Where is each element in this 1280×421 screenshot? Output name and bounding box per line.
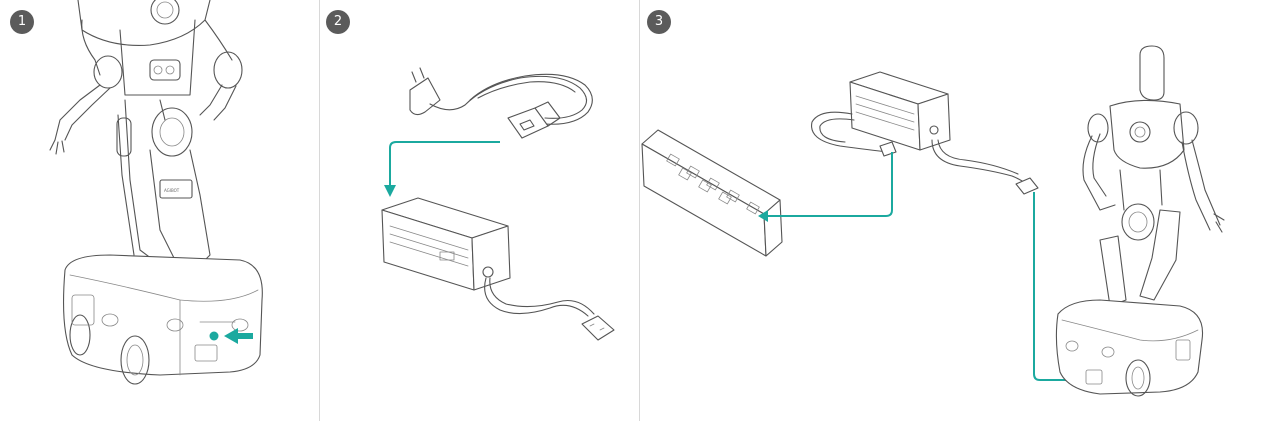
arrow-down-icon: [384, 185, 396, 197]
svg-text:AGIBOT: AGIBOT: [164, 188, 180, 193]
step-3-badge: 3: [647, 10, 671, 34]
robot-charging-port-illustration: AGIBOT: [49, 0, 263, 385]
charger-and-power-cord-illustration: [381, 67, 615, 341]
charging-port-marker: [209, 331, 219, 341]
step-1-badge: 1: [10, 10, 34, 34]
step-2-panel: 2: [320, 0, 639, 421]
panel-divider: [639, 0, 640, 421]
step-1-panel: 1: [0, 0, 319, 421]
step-3-panel: 3: [640, 0, 1280, 421]
step-2-badge: 2: [326, 10, 350, 34]
panel-divider: [319, 0, 320, 421]
full-connection-illustration: [641, 45, 1225, 397]
arrow-left-icon: [758, 210, 768, 222]
arrow-left-icon: [224, 328, 253, 344]
